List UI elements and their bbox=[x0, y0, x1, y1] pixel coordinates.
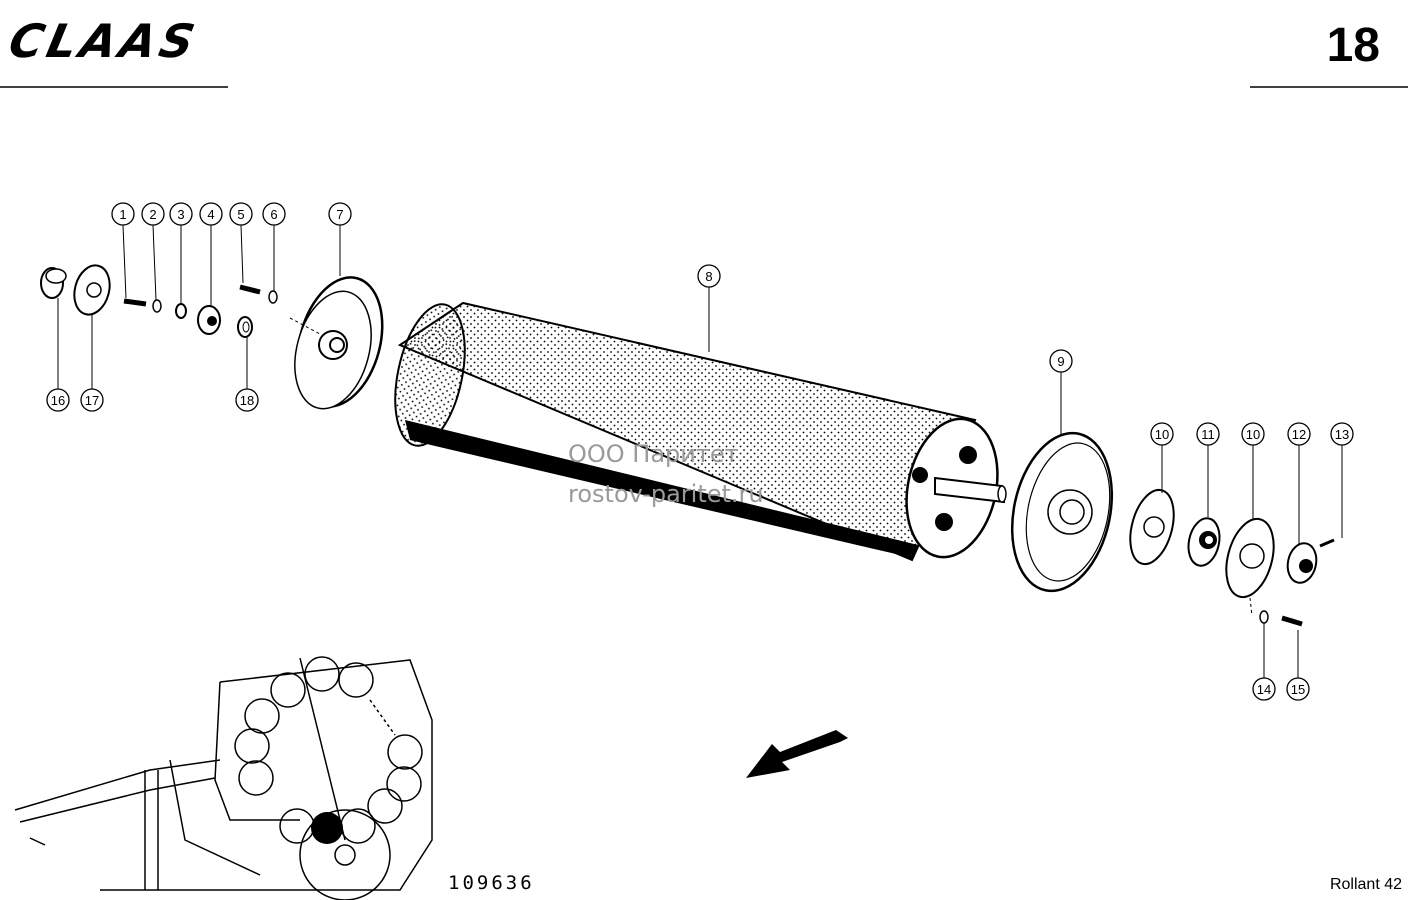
callout-9: 9 bbox=[1057, 354, 1064, 369]
washer-6 bbox=[268, 290, 278, 304]
callout-16: 16 bbox=[51, 393, 65, 408]
flange-7 bbox=[289, 276, 384, 410]
flange-9 bbox=[1010, 431, 1114, 593]
callout-8: 8 bbox=[705, 269, 712, 284]
callout-10b: 10 bbox=[1246, 427, 1260, 442]
bolt-15 bbox=[1281, 615, 1303, 627]
bearing-11 bbox=[1187, 517, 1221, 567]
cap-12 bbox=[1286, 542, 1318, 584]
watermark-url: rostov-paritet.ru bbox=[568, 480, 764, 508]
callout-15: 15 bbox=[1291, 682, 1305, 697]
callout-18: 18 bbox=[240, 393, 254, 408]
plate-17 bbox=[73, 264, 111, 316]
watermark-company: ООО Паритет bbox=[568, 440, 739, 468]
callout-12: 12 bbox=[1292, 427, 1306, 442]
drawing-number: 109636 bbox=[448, 872, 535, 894]
washer-2 bbox=[152, 299, 162, 313]
cap-16 bbox=[40, 267, 67, 299]
callout-10a: 10 bbox=[1155, 427, 1169, 442]
callout-5: 5 bbox=[237, 207, 244, 222]
leader-lines bbox=[57, 224, 1343, 678]
callout-7: 7 bbox=[336, 207, 343, 222]
callout-bubbles bbox=[46, 202, 1354, 701]
nut-3 bbox=[175, 303, 187, 319]
bolt-1 bbox=[123, 298, 147, 307]
baler-overview-sketch bbox=[14, 656, 433, 900]
page-number: 18 bbox=[1326, 19, 1380, 72]
callout-4: 4 bbox=[207, 207, 214, 222]
callout-3: 3 bbox=[177, 207, 184, 222]
callout-1: 1 bbox=[119, 207, 126, 222]
bolt-5 bbox=[239, 284, 261, 295]
callout-2: 2 bbox=[149, 207, 156, 222]
direction-arrow bbox=[746, 730, 848, 778]
callout-11: 11 bbox=[1201, 427, 1215, 442]
callout-6: 6 bbox=[270, 207, 277, 222]
callout-13: 13 bbox=[1335, 427, 1349, 442]
roller-8 bbox=[394, 301, 1007, 562]
callout-17: 17 bbox=[85, 393, 99, 408]
callout-14: 14 bbox=[1257, 682, 1271, 697]
nipple-13 bbox=[1319, 538, 1335, 548]
highlighted-roller bbox=[311, 812, 343, 844]
bearing-4 bbox=[197, 305, 221, 335]
washer-14 bbox=[1259, 610, 1269, 624]
bushing-18 bbox=[237, 316, 253, 338]
model-name: Rollant 42 bbox=[1329, 876, 1402, 893]
